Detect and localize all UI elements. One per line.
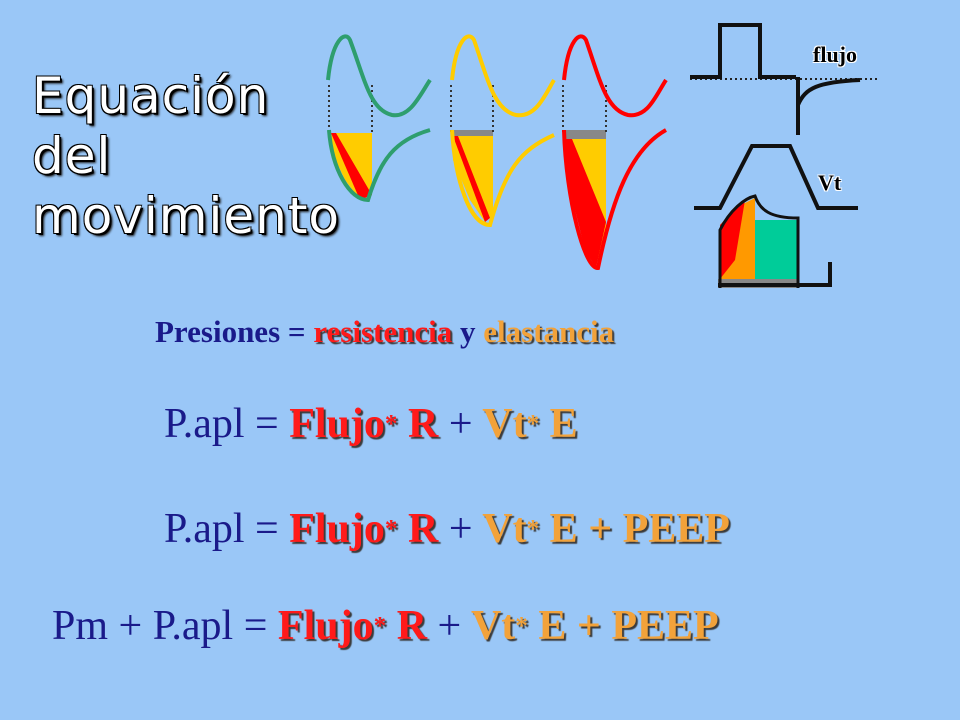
vt-term: Vt: [482, 506, 527, 552]
peep-bar: [453, 130, 493, 136]
plus-sign: +: [588, 506, 613, 552]
title-line-1: Equación: [32, 67, 270, 125]
resistance-fill: [565, 139, 606, 268]
yellow-upper-curve: [450, 34, 556, 118]
papl-text: P.apl: [164, 506, 245, 552]
papl-text: P.apl: [164, 401, 245, 447]
pressure-curve-red: [562, 34, 668, 270]
equation-papl: P.apl = Flujo* R + Vt* E: [164, 400, 578, 448]
volume-baseline: [718, 262, 832, 287]
equals-sign: =: [255, 401, 279, 447]
vt-term: Vt: [470, 603, 516, 649]
plus-sign: +: [437, 603, 462, 649]
vt-label: Vt: [818, 170, 842, 195]
plus-sign: +: [448, 506, 473, 552]
y-text: y: [459, 314, 476, 349]
e-term: E: [538, 603, 567, 649]
volume-pressure-outline: [718, 194, 800, 288]
title-line-3: movimiento: [32, 187, 341, 245]
green-upper-curve: [326, 34, 432, 118]
multiply-sign: *: [515, 612, 528, 640]
slide-title: Equación del movimiento: [32, 66, 340, 246]
flujo-label: flujo: [813, 42, 857, 67]
pressure-curve-yellow: [450, 34, 556, 228]
red-lower-curve: [562, 128, 667, 270]
yellow-lower-curve: [450, 129, 555, 228]
multiply-sign: *: [526, 515, 540, 543]
resistance-fill: [453, 136, 490, 222]
plus-sign: +: [448, 401, 473, 447]
equation-pm-papl-peep: Pm + P.apl = Flujo* R + Vt* E + PEEP: [52, 602, 719, 650]
presiones-text: Presiones: [155, 314, 281, 349]
equation-presiones: Presiones = resistencia y elastancia: [155, 314, 614, 350]
peep-term: PEEP: [622, 506, 730, 552]
flujo-term: Flujo: [289, 401, 385, 447]
r-term: R: [407, 506, 439, 552]
elastancia-text: elastancia: [483, 314, 615, 349]
pm-papl-text: Pm + P.apl: [52, 603, 234, 649]
resistance-fill: [331, 133, 372, 200]
resistencia-text: resistencia: [313, 314, 453, 349]
flujo-term: Flujo: [289, 506, 385, 552]
e-term: E: [549, 506, 578, 552]
multiply-sign: *: [384, 515, 398, 543]
r-term: R: [396, 603, 428, 649]
equation-papl-peep: P.apl = Flujo* R + Vt* E + PEEP: [164, 505, 730, 553]
multiply-sign: *: [526, 410, 540, 438]
flow-waveform: [690, 23, 878, 135]
green-lower-curve: [327, 128, 431, 203]
volume-trapezoid: [694, 144, 858, 210]
vt-term: Vt: [482, 401, 527, 447]
equals-sign: =: [255, 506, 279, 552]
peep-bar: [565, 130, 606, 139]
r-term: R: [407, 401, 439, 447]
multiply-sign: *: [384, 410, 398, 438]
volume-waveform: [694, 144, 858, 288]
red-upper-curve: [562, 34, 668, 118]
plus-sign: +: [576, 603, 601, 649]
flow-square-wave: [690, 23, 796, 79]
equals-sign: =: [287, 314, 306, 349]
flujo-term: Flujo: [277, 603, 374, 649]
pressure-curve-green: [326, 34, 432, 203]
multiply-sign: *: [373, 612, 387, 640]
volume-plateau-fill: [755, 220, 798, 279]
e-term: E: [549, 401, 578, 447]
equals-sign: =: [243, 603, 268, 649]
title-line-2: del: [32, 127, 112, 185]
peep-term: PEEP: [611, 603, 719, 649]
flow-expiratory-curve: [796, 77, 861, 135]
